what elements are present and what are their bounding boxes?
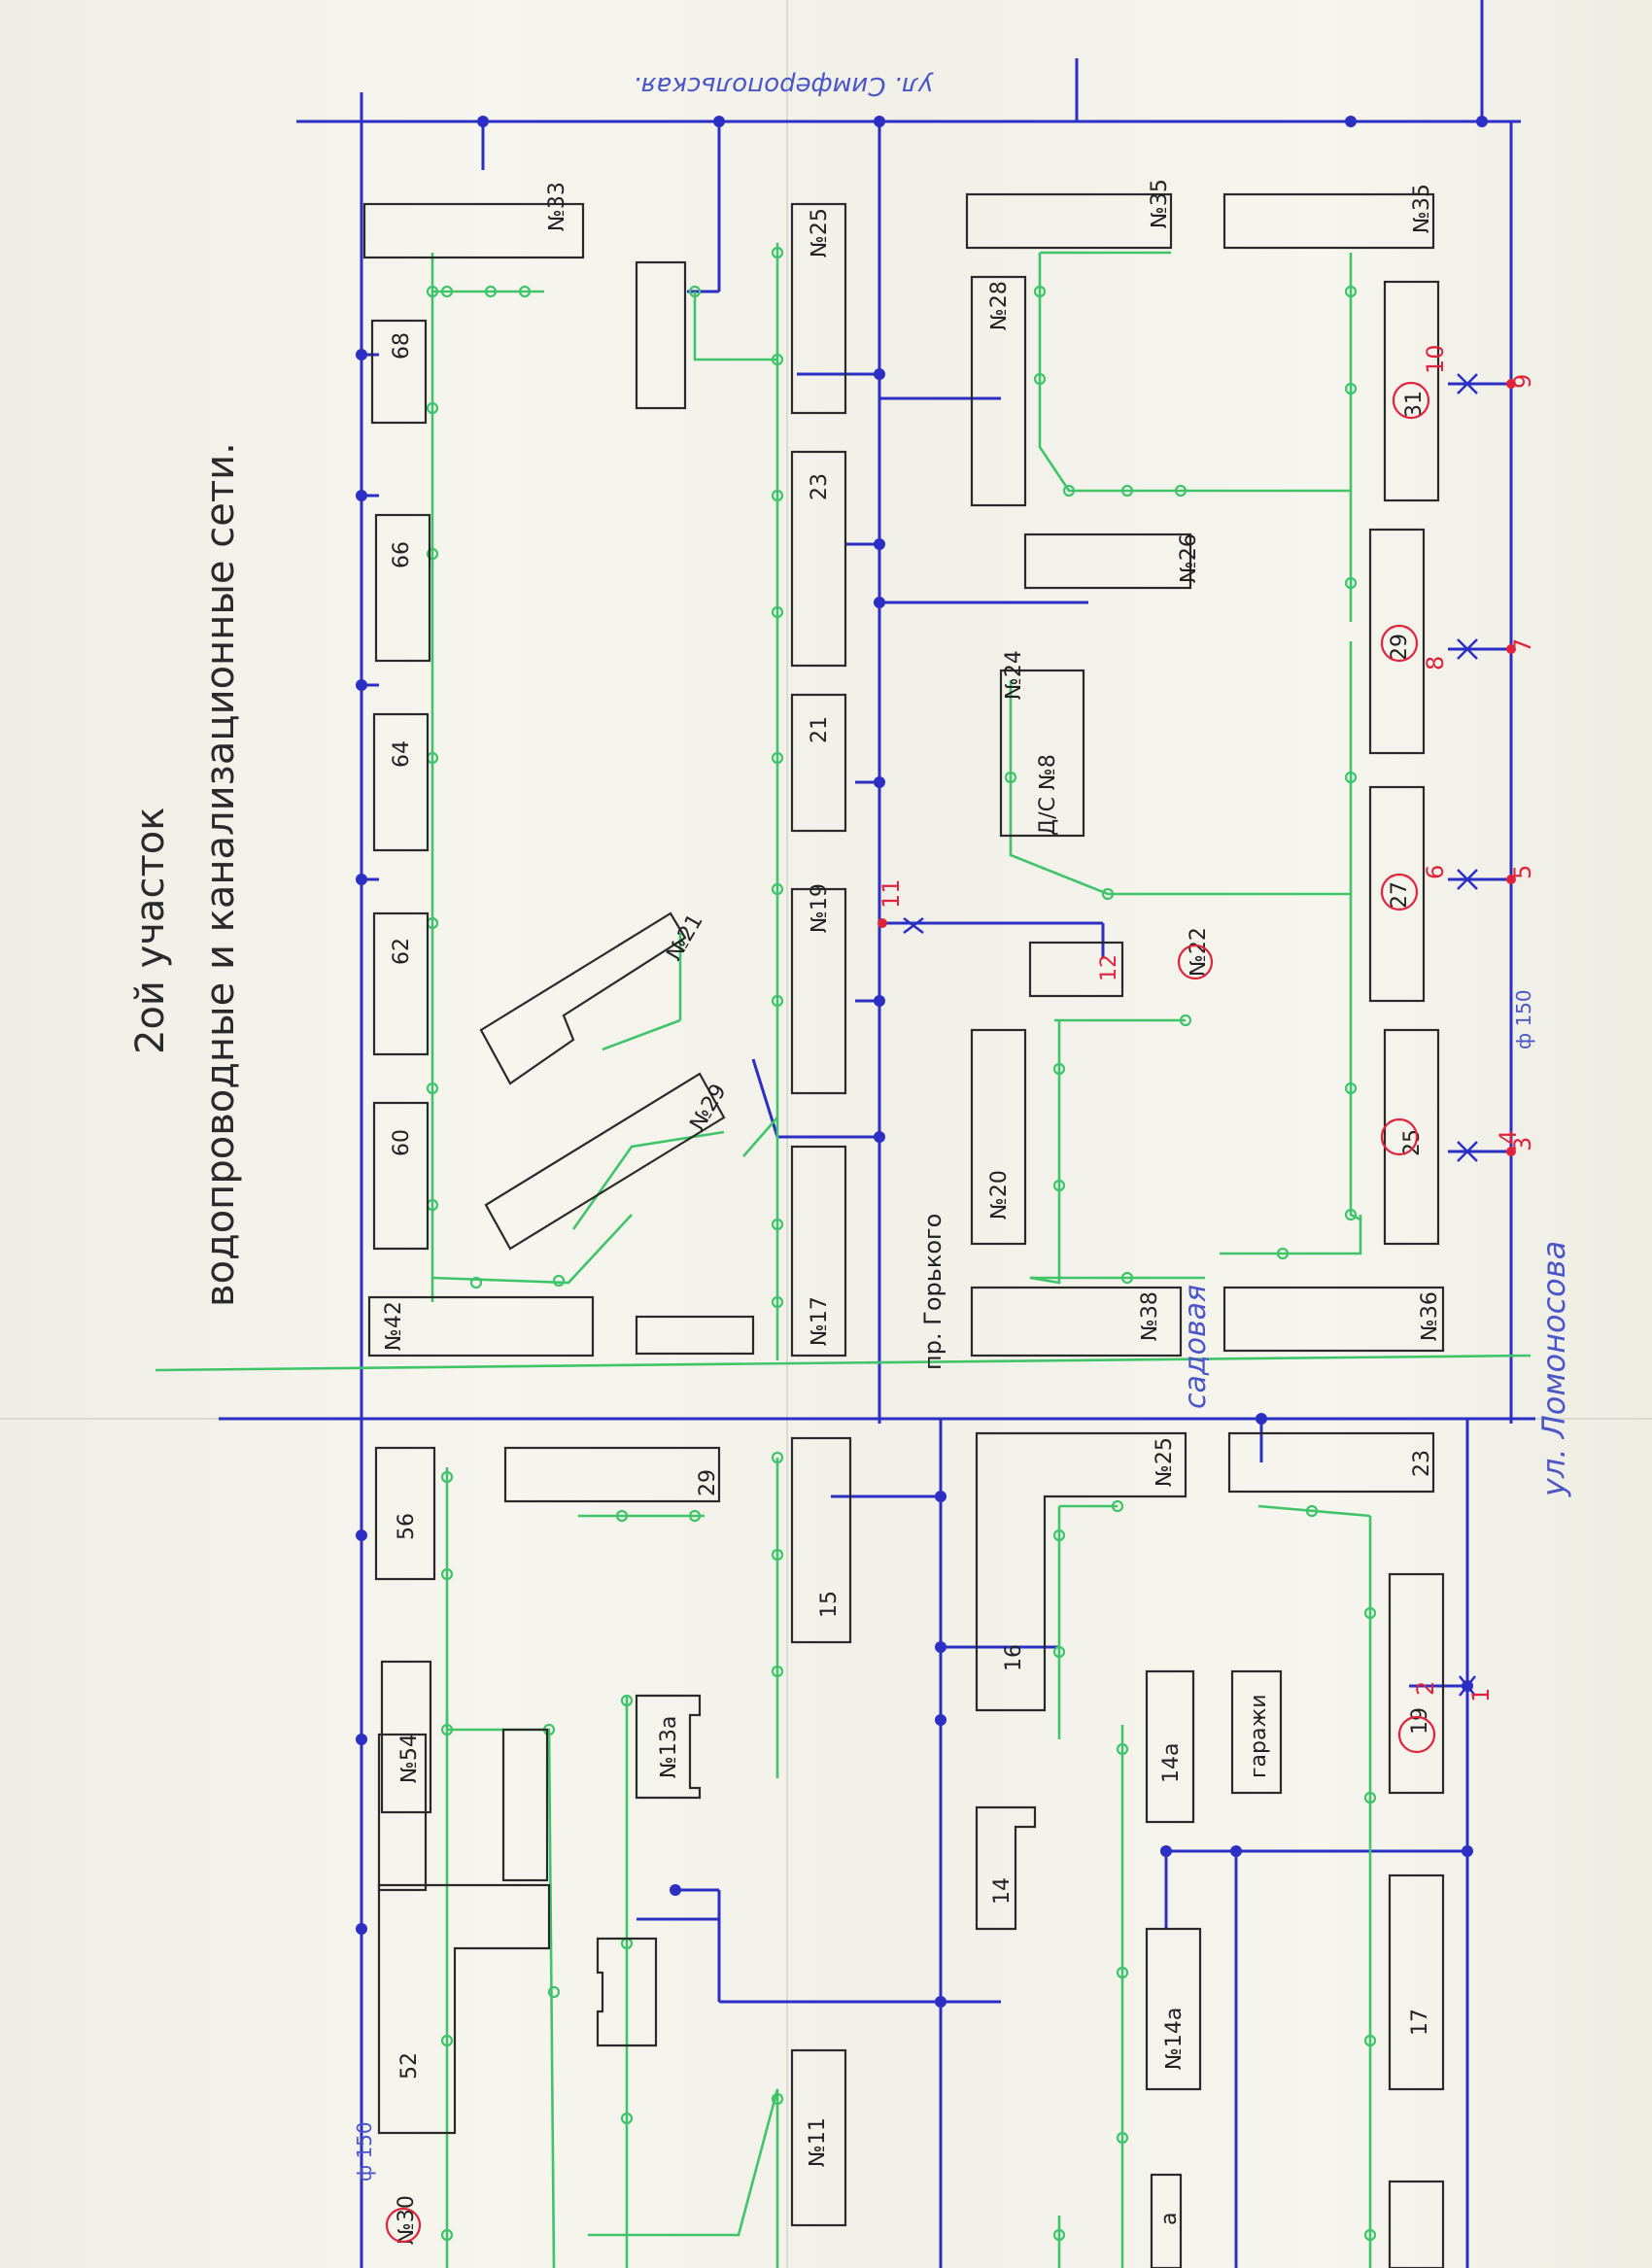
buildings [362,192,1445,2268]
building-label: 60 [390,1129,414,1156]
well-number: 3 [1509,1137,1536,1151]
valves [878,373,1516,1697]
building-label: №36 [1418,1291,1442,1341]
building-label: 21 [808,716,832,743]
building-label: №24 [1002,650,1026,700]
street-sadovaya-label: садовая [1179,1285,1213,1409]
building-label: 23 [808,473,832,500]
well-number: 6 [1422,865,1449,879]
building-label: №20 [987,1170,1012,1220]
well-number: 9 [1509,374,1536,389]
page-subtitle: водопроводные и канализационные сети. [198,442,243,1307]
building-label: 25 [1400,1129,1425,1156]
building-label: 29 [1388,634,1412,661]
building-label: №54 [397,1734,422,1783]
building-label: 52 [397,2052,422,2079]
building-label: гаражи [1247,1694,1271,1778]
building-label: №29 [686,1080,732,1135]
building-label: №17 [808,1296,832,1346]
well-number: 1 [1467,1688,1495,1702]
well-number: 11 [878,878,905,909]
building-label: №25 [1153,1437,1177,1487]
well-numbers: 1 2 3 4 5 6 7 8 9 10 11 12 [878,344,1536,1702]
building-label: 66 [390,541,414,568]
pipe-diameter-label: ф 150 [1512,989,1535,1049]
building-label: 16 [1002,1644,1026,1671]
building-label: №22 [1187,927,1211,977]
well-number: 2 [1412,1681,1439,1696]
building-label: 14а [1159,1743,1184,1783]
building-label: 23 [1410,1450,1434,1477]
building-label: №19 [808,883,832,933]
well-number: 8 [1422,656,1449,670]
building-label: №42 [382,1301,406,1351]
page-title: 2ой участок [128,808,173,1054]
building-label: №13а [657,1716,681,1778]
building-label: №26 [1177,533,1201,583]
sewer-network [155,243,1532,2268]
well-number: 7 [1509,638,1536,653]
building-label: 27 [1388,881,1412,909]
building-label: 68 [390,332,414,360]
well-number: 5 [1509,865,1536,879]
water-network [219,0,1535,2268]
building-label: а [1157,2213,1182,2225]
building-label: 29 [696,1469,720,1496]
building-label: №33 [545,182,569,231]
street-top-label: ул. Симферопольская. [633,71,934,100]
street-gorkogo-label: пр. Горького [919,1214,946,1370]
building-label: 14 [990,1877,1015,1905]
building-diagonal [479,911,687,1085]
pipe-diameter-label: ф 150 [353,2121,376,2182]
building-label: №11 [806,2117,830,2167]
building-label: 15 [817,1591,842,1618]
street-lomonosova-label: ул. Ломоносова [1535,1241,1572,1497]
building-label: №35 [1148,179,1172,228]
building-label: Д/С №8 [1036,754,1060,836]
building-label: №25 [808,208,832,258]
building-label: №21 [663,910,708,965]
circled-markers [385,381,1436,2244]
building-label: 62 [390,938,414,965]
building-label: №14а [1162,2008,1187,2070]
building-label: №28 [987,281,1012,330]
building-label: 56 [395,1513,419,1540]
building-label: №38 [1138,1291,1162,1341]
well-number: 10 [1422,344,1449,374]
building-label: 64 [390,740,414,768]
building-label: 17 [1408,2009,1432,2036]
well-number: 4 [1495,1130,1522,1145]
building-label: №35 [1410,184,1434,233]
well-number: 12 [1097,954,1121,981]
